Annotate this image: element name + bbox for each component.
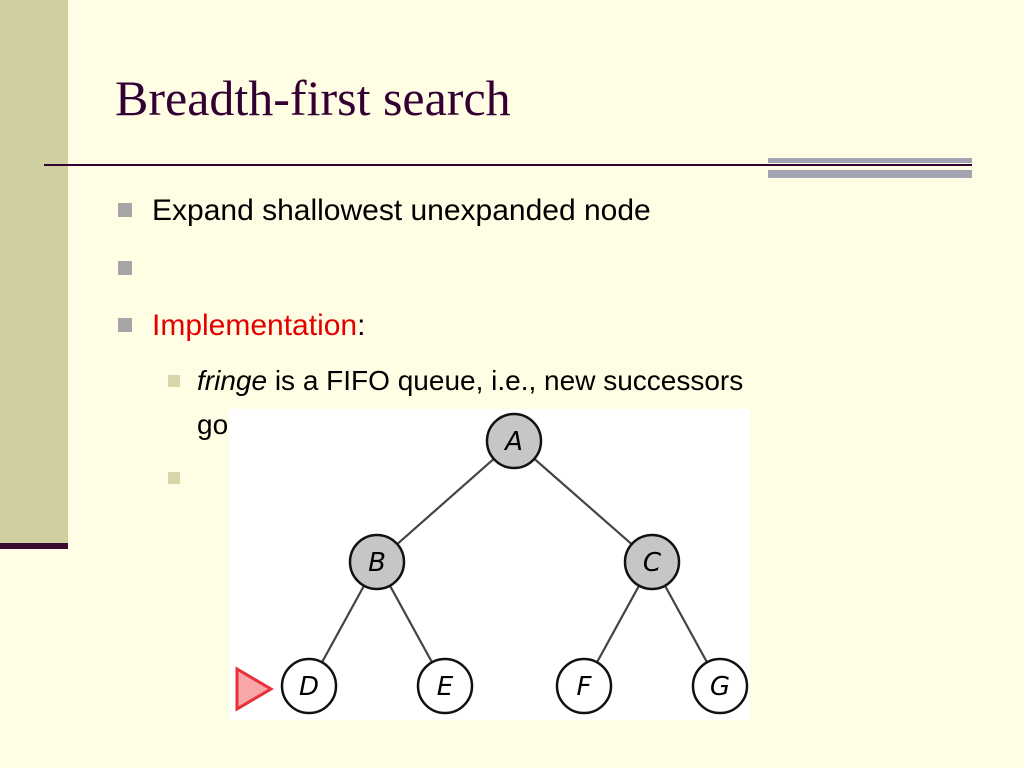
implementation-colon: : [357,309,366,342]
title-divider [44,164,972,166]
divider-accent-top [768,158,972,163]
tree-node-c: C [623,533,681,591]
tree-node-a: A [485,412,543,470]
tree-node-circle [348,533,406,591]
tree-node-label: A [503,427,523,457]
divider-accent-bottom [768,170,972,178]
tree-node-circle [555,657,613,715]
tree-node-circle [623,533,681,591]
tree-node-e: E [416,657,474,715]
tree-node-label: D [299,672,319,702]
sub-bullet-marker [168,375,180,387]
tree-edge-a-c [513,440,653,563]
implementation-label: Implementation [152,309,358,342]
bullet-text-implementation: Implementation: [152,308,365,344]
bullet-text-expand: Expand shallowest unexpanded node [152,194,651,227]
tree-node-circle [691,657,749,715]
tree-node-f: F [555,657,613,715]
tree-node-label: F [577,672,593,702]
tree-node-circle [280,657,338,715]
bullet-marker [118,261,132,275]
bfs-tree-diagram: A B C D E F G [229,409,750,720]
current-node-marker-icon [235,666,274,712]
left-sidebar-band [0,0,68,543]
tree-node-d: D [280,657,338,715]
slide-title: Breadth-first search [115,70,511,126]
tree-node-label: G [710,672,730,702]
tree-edge-a-b [376,440,515,563]
bullet-marker [118,318,132,332]
tree-node-label: B [368,548,386,578]
tree-node-g: G [691,657,749,715]
left-sidebar-accent [0,543,68,549]
tree-node-circle [416,657,474,715]
tree-node-circle [485,412,543,470]
tree-node-b: B [348,533,406,591]
tree-node-label: C [643,548,662,578]
sub-bullet-marker [168,472,180,484]
fringe-term: fringe [197,365,268,396]
sub-bullet-text-fringe: fringe is a FIFO queue, i.e., new succes… [197,361,743,401]
bfs-tree-svg: A B C D E F G [235,412,749,715]
bullet-marker [118,203,132,217]
tree-node-label: E [437,672,454,702]
fringe-description: is a FIFO queue, i.e., new successors [267,365,744,396]
